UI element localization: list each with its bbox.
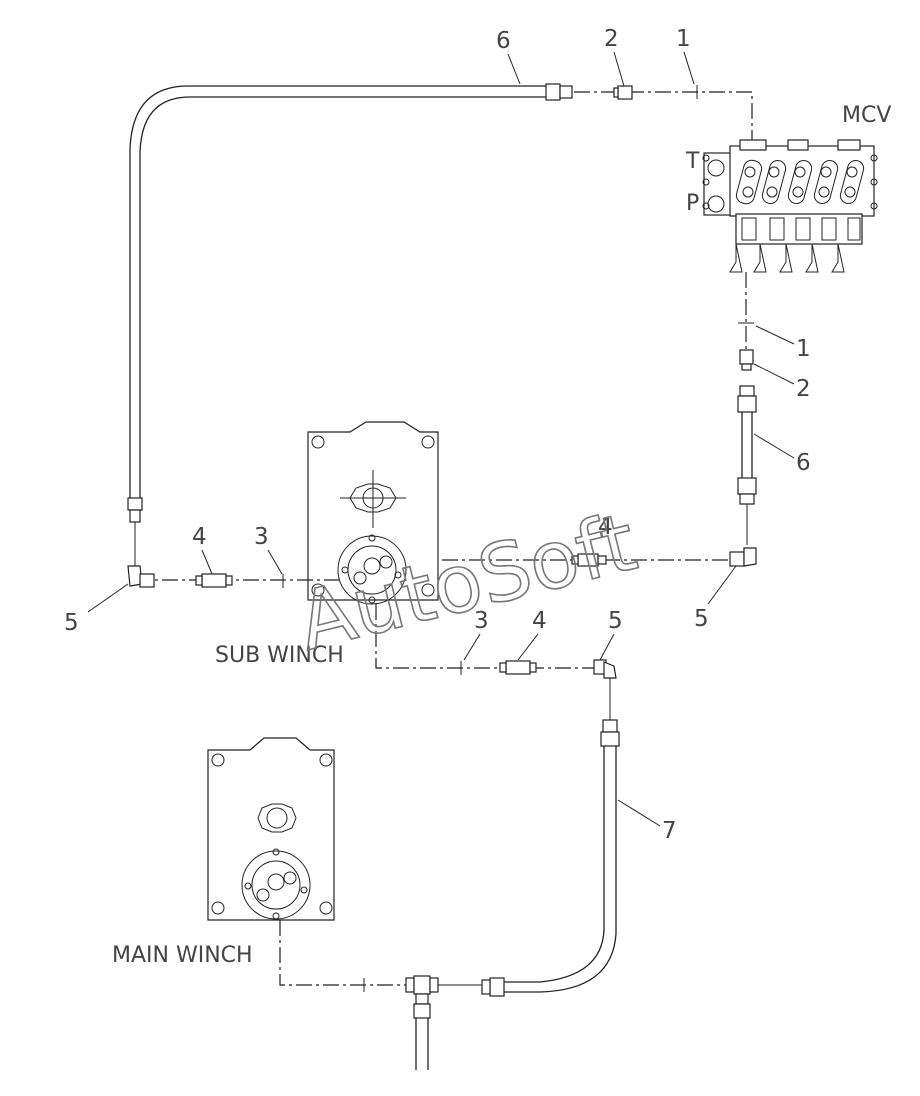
label-sub-winch: SUB WINCH xyxy=(215,643,344,668)
elbow-5-right xyxy=(729,547,757,567)
fitting-2-top xyxy=(613,85,633,100)
callout-7-right: 7 xyxy=(662,818,677,844)
fitting-4-mid xyxy=(499,660,537,675)
mcv-valve xyxy=(702,139,878,273)
callout-1-top: 1 xyxy=(676,26,691,52)
callout-1-right: 1 xyxy=(796,336,811,362)
callout-5-right: 5 xyxy=(694,606,709,632)
callout-4-watermark: 4 xyxy=(598,514,613,540)
callout-3-left: 3 xyxy=(254,524,269,550)
tee-fitting xyxy=(405,975,439,1019)
fitting-4-right xyxy=(571,553,607,567)
callout-5-left: 5 xyxy=(64,610,79,636)
line-top-to-mcv xyxy=(574,91,753,150)
elbow-5-mid xyxy=(593,659,617,679)
callout-3-mid: 3 xyxy=(474,608,489,634)
callout-4-left: 4 xyxy=(192,524,207,550)
label-main-winch: MAIN WINCH xyxy=(112,943,253,968)
elbow-5-left xyxy=(127,565,155,588)
line-mainwinch xyxy=(279,920,406,986)
label-port-t: T xyxy=(685,149,700,174)
sub-winch xyxy=(307,421,439,605)
callout-2-right: 2 xyxy=(796,376,811,402)
label-mcv: MCV xyxy=(842,103,891,128)
callout-2-top: 2 xyxy=(604,26,619,52)
fitting-4-left xyxy=(195,573,233,588)
callout-6-top: 6 xyxy=(496,28,511,54)
hose-6-right xyxy=(737,385,757,505)
label-port-p: P xyxy=(686,191,699,216)
hose-down xyxy=(415,1018,429,1070)
fitting-2-right xyxy=(739,349,754,371)
callout-4-mid: 4 xyxy=(532,608,547,634)
callout-5-mid: 5 xyxy=(608,608,623,634)
main-winch xyxy=(207,737,335,921)
hose-7 xyxy=(481,719,620,997)
leader-lines xyxy=(87,51,795,827)
callout-6-right: 6 xyxy=(796,450,811,476)
